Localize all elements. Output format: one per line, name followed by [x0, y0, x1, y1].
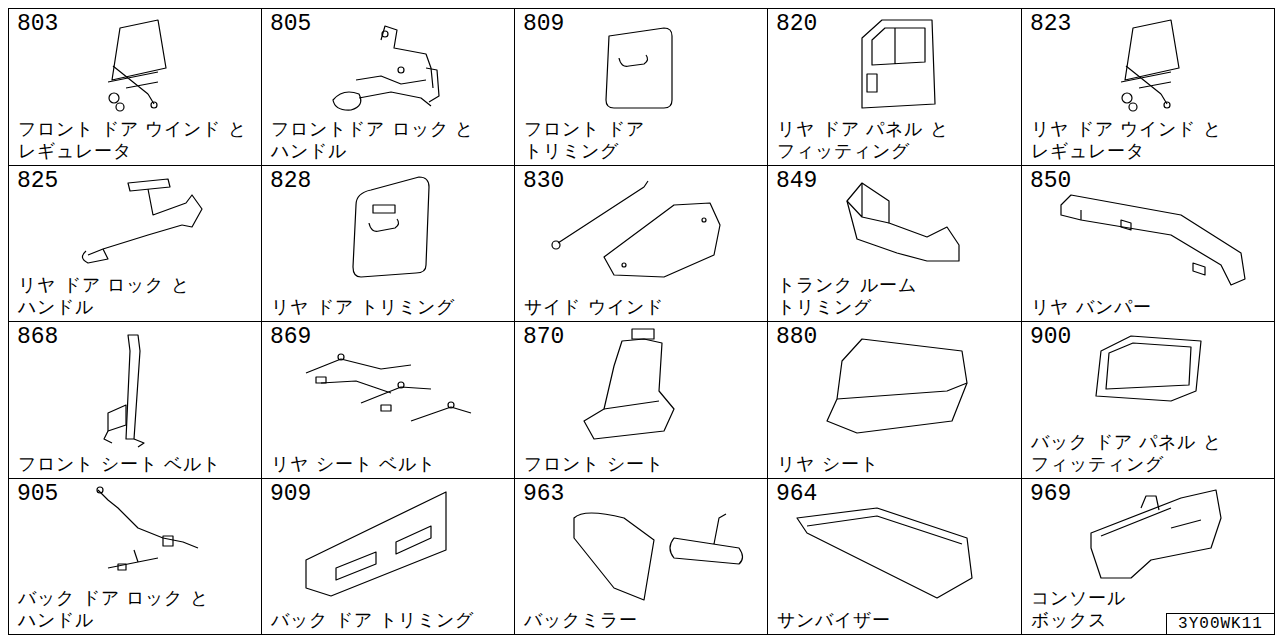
part-cell: 830 サイド ウインド	[514, 165, 768, 322]
callout-number: 868	[17, 324, 58, 350]
part-cell: 909 バック ドア トリミング	[261, 478, 515, 635]
part-cell: 805 フロントドア ロック と ハンドル	[261, 8, 515, 166]
callout-number: 803	[17, 11, 58, 37]
part-cell: 809 フロント ドア トリミング	[514, 8, 768, 166]
part-name: サイド ウインド	[524, 296, 762, 318]
callout-number: 820	[776, 11, 817, 37]
callout-number: 964	[776, 481, 817, 507]
part-cell: 900 バック ドア パネル と フィッティング	[1021, 321, 1275, 479]
callout-number: 825	[17, 168, 58, 194]
part-name: リヤ ドア ロック と ハンドル	[18, 274, 218, 318]
callout-number: 869	[270, 324, 311, 350]
part-cell: 868 フロント シート ベルト	[8, 321, 262, 479]
callout-number: 900	[1030, 324, 1071, 350]
drawing-code-box: 3Y00WK11	[1166, 613, 1275, 635]
part-name: トランク ルーム トリミング	[777, 274, 947, 318]
part-name: サンバイザー	[777, 609, 1015, 631]
part-name: フロント シート ベルト	[18, 453, 256, 475]
part-cell: 969 コンソール ボックス 3Y00WK11	[1021, 478, 1275, 635]
part-name: バック ドア パネル と フィッティング	[1031, 431, 1256, 475]
callout-number: 963	[523, 481, 564, 507]
part-name: バック ドア トリミング	[271, 609, 509, 631]
part-name: リヤ ドア ウインド と レギュレータ	[1031, 118, 1269, 162]
part-cell: 880 リヤ シート	[767, 321, 1022, 479]
part-cell: 820 リヤ ドア パネル と フィッティング	[767, 8, 1022, 166]
callout-number: 830	[523, 168, 564, 194]
part-name: フロントドア ロック と ハンドル	[271, 118, 509, 162]
drawing-code: 3Y00WK11	[1178, 615, 1263, 633]
part-name: リヤ ドア トリミング	[271, 296, 509, 318]
part-name: フロント ドア ウインド と レギュレータ	[18, 118, 256, 162]
part-name: バックミラー	[524, 609, 762, 631]
part-cell: 828 リヤ ドア トリミング	[261, 165, 515, 322]
callout-number: 870	[523, 324, 564, 350]
callout-number: 850	[1030, 168, 1071, 194]
callout-number: 823	[1030, 11, 1071, 37]
callout-number: 880	[776, 324, 817, 350]
part-cell: 803 フロント ドア ウインド と レギュレータ	[8, 8, 262, 166]
part-cell: 963 バックミラー	[514, 478, 768, 635]
callout-number: 969	[1030, 481, 1071, 507]
part-cell: 964 サンバイザー	[767, 478, 1022, 635]
callout-number: 805	[270, 11, 311, 37]
part-cell: 825 リヤ ドア ロック と ハンドル	[8, 165, 262, 322]
part-name: リヤ ドア パネル と フィッティング	[777, 118, 1015, 162]
part-name: コンソール ボックス	[1031, 587, 1141, 631]
part-cell: 850 リヤ バンパー	[1021, 165, 1275, 322]
part-name: リヤ シート ベルト	[271, 453, 509, 475]
part-cell: 849 トランク ルーム トリミング	[767, 165, 1022, 322]
callout-number: 828	[270, 168, 311, 194]
part-name: リヤ バンパー	[1031, 296, 1269, 318]
part-name: バック ドア ロック と ハンドル	[18, 587, 233, 631]
callout-number: 849	[776, 168, 817, 194]
part-name: フロント シート	[524, 453, 762, 475]
part-name: リヤ シート	[777, 453, 1015, 475]
callout-number: 905	[17, 481, 58, 507]
part-cell: 823 リヤ ドア ウインド と レギュレータ	[1021, 8, 1275, 166]
part-cell: 870 フロント シート	[514, 321, 768, 479]
part-cell: 905 バック ドア ロック と ハンドル	[8, 478, 262, 635]
callout-number: 909	[270, 481, 311, 507]
callout-number: 809	[523, 11, 564, 37]
part-cell: 869 リヤ シート ベルト	[261, 321, 515, 479]
part-name: フロント ドア トリミング	[524, 118, 654, 162]
